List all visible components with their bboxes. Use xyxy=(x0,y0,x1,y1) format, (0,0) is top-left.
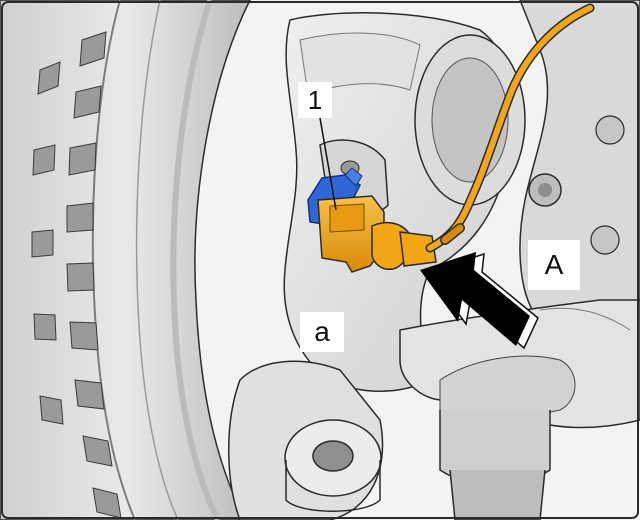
view-direction-arrow xyxy=(420,252,539,350)
control-arm xyxy=(399,299,640,520)
wheel-speed-sensor xyxy=(317,195,437,273)
disc-cooling-vanes xyxy=(31,31,122,519)
sensor-cable xyxy=(425,3,595,253)
knuckle-lower-mount xyxy=(228,360,384,520)
brake-disc xyxy=(0,0,251,520)
part-number-label: 1 xyxy=(298,82,332,118)
steering-knuckle xyxy=(283,12,526,392)
position-mark-label: a xyxy=(300,312,344,352)
view-direction-label: A xyxy=(528,240,580,290)
leader-line xyxy=(319,117,337,211)
